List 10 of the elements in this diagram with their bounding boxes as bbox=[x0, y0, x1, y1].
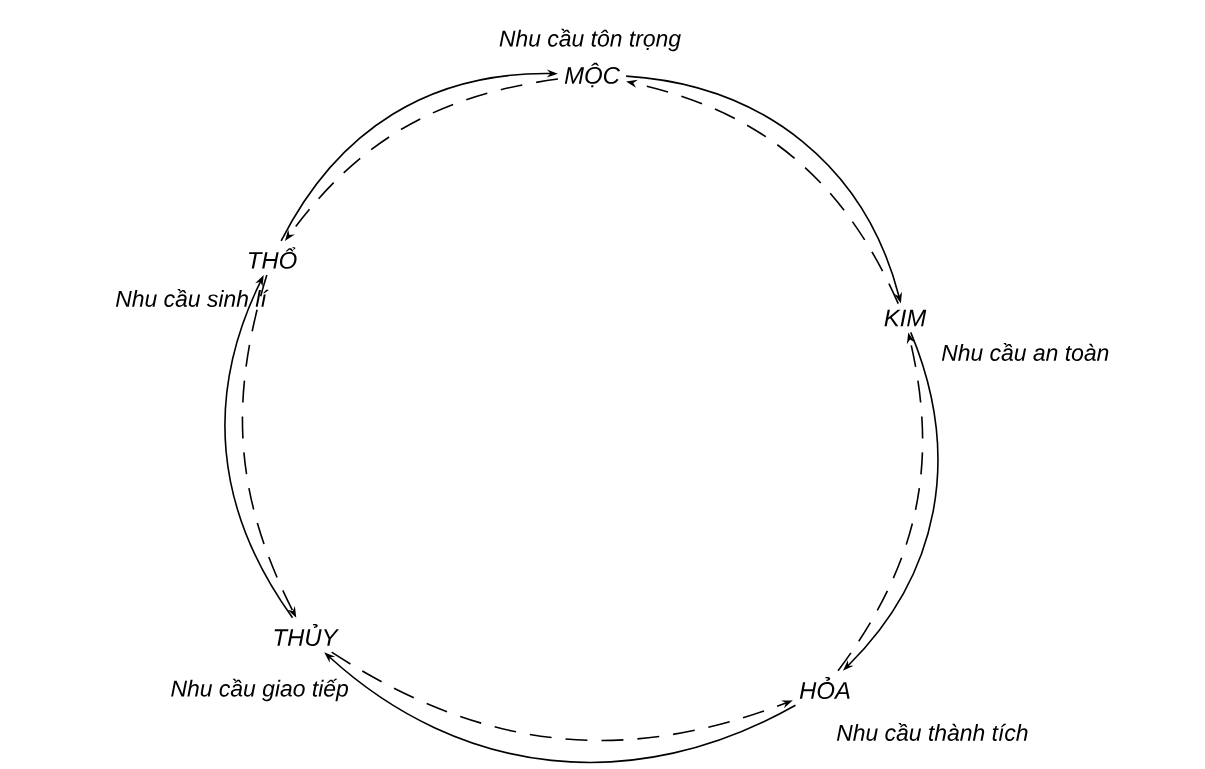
need-label: Nhu cầu thành tích bbox=[836, 723, 1028, 741]
element-name: HỎA bbox=[799, 677, 850, 699]
need-label: Nhu cầu an toàn bbox=[941, 343, 1109, 361]
need-label: Nhu cầu tôn trọng bbox=[499, 28, 681, 52]
element-name: KIM bbox=[884, 309, 927, 327]
element-name: THỔ bbox=[248, 247, 297, 269]
need-label: Nhu cầu giao tiếp bbox=[171, 678, 349, 702]
element-name: THỦY bbox=[274, 624, 339, 646]
need-label: Nhu cầu sinh lí bbox=[115, 289, 269, 307]
element-name: MỘC bbox=[564, 62, 620, 88]
